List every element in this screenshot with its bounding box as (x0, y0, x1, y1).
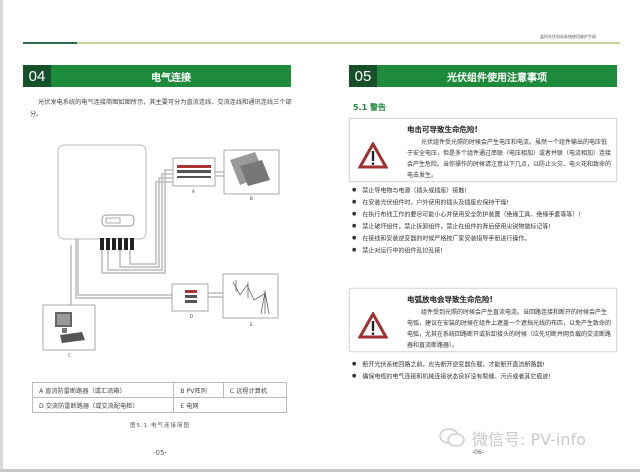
computer-c (42, 304, 96, 351)
label-b: B (250, 196, 253, 201)
precautions-list-1: 禁止导电物与电源（插头或插座）接触! 在安装光伏组件时，户外使用的插头及插座应保… (352, 185, 581, 257)
page-edge-bottom (0, 469, 640, 472)
table-row: D 交流防雷断路器（或交流配电柜）E 电网 (31, 397, 287, 413)
page-edge (0, 0, 3, 472)
section-header-05: 05 光伏组件使用注意事项 (349, 65, 617, 87)
running-title: 晶科光伏电站系统使用维护手册 (540, 34, 596, 39)
header-rule-light (77, 42, 620, 44)
warning-title: 电击可导致生命危险! (407, 125, 478, 134)
solar-panel-icon (230, 152, 270, 186)
list-item: 禁止破坏组件，禁止拆卸组件，禁止在组件的背后使用尖锐物做标记等! (352, 221, 581, 233)
label-a: A (192, 189, 195, 194)
page-number: -06- (472, 449, 484, 456)
section-number: 05 (349, 65, 377, 87)
label-e: E (250, 322, 253, 327)
dc-cables (101, 169, 225, 274)
watermark: 微信号: PV-info (472, 430, 586, 449)
precautions-list-2: 断开光伏系统回路之前，应先断开逆变器负载，才能断开直流断路器! 确保电缆的电气连… (352, 359, 551, 383)
label-d: D (190, 314, 193, 319)
warning-box-electric-shock: 电击可导致生命危险! 光伏组件受光照的时候会产生电压和电流。虽然一个组件输出的电… (349, 118, 617, 182)
section-number: 04 (23, 65, 51, 87)
ac-cables (70, 239, 225, 305)
list-item: 禁止导电物与电源（插头或插座）接触! (352, 185, 581, 197)
warning-text: 组件受到光照的时候会产生直流电流。当回路连接和断开的时候会产生电弧，建议在安装的… (407, 309, 612, 349)
power-tower-icon (232, 280, 270, 315)
computer-icon (55, 312, 85, 343)
list-item: 禁止对运行中的组件乱拉乱接! (352, 245, 581, 257)
section-title: 光伏组件使用注意事项 (447, 72, 547, 84)
section-header-04: 04 电气连接 (23, 65, 291, 87)
legend-cell: B PV阵列 (173, 382, 224, 398)
electrical-connection-diagram: A B D E C (42, 144, 280, 358)
legend-cell: D 交流防雷断路器（或交流配电柜） (31, 397, 175, 413)
header-rule (23, 42, 77, 44)
dc-connectors (100, 238, 134, 250)
warning-box-arc-discharge: 电弧放电会导致生命危险! 组件受到光照的时候会产生直流电流。当回路连接和断开的时… (349, 288, 617, 352)
warning-triangle-icon (358, 312, 388, 339)
section-title: 电气连接 (151, 72, 191, 84)
figure-caption: 图5.1 电气连接简图 (130, 423, 190, 429)
list-item: 断开光伏系统回路之前，应先断开逆变器负载，才能断开直流断路器! (352, 359, 551, 371)
legend-cell: C 远程计算机 (222, 382, 288, 398)
page-number: -05- (153, 449, 167, 457)
warning-triangle-icon (358, 142, 388, 169)
list-item: 在安装光伏组件时，户外使用的插头及插座应保持干燥! (352, 197, 581, 209)
warning-title: 电弧放电会导致生命危险! (407, 295, 493, 304)
legend-cell: A 直流防雷断路器（或汇流箱） (31, 382, 175, 398)
list-item: 确保电缆的电气连接和机械连接状态良好没有裂缝、污点或者其它痕迹! (352, 371, 550, 383)
grid-e (222, 273, 279, 319)
subsection-title: 5.1 警告 (353, 103, 386, 112)
intro-text: 光伏发电系统的电气连接简图如图所示，其主要可分为直流连线、交流连线和通讯连线三个… (30, 99, 292, 118)
legend-cell: E 电网 (173, 397, 287, 413)
list-item: 在执行布线工作的要尽可能小心并使用安全防护装置（绝缘工具、绝缘手套等等）! (352, 209, 580, 221)
label-c: C (68, 353, 71, 358)
wechat-icon (439, 428, 465, 447)
list-item: 在接线和安装逆变器的时候严格按厂家安装指导手册进行操作。 (352, 233, 581, 245)
warning-text: 光伏组件受光照的时候会产生电压和电流。虽然一个组件输出的电压低于安全电压，但是多… (407, 139, 612, 179)
